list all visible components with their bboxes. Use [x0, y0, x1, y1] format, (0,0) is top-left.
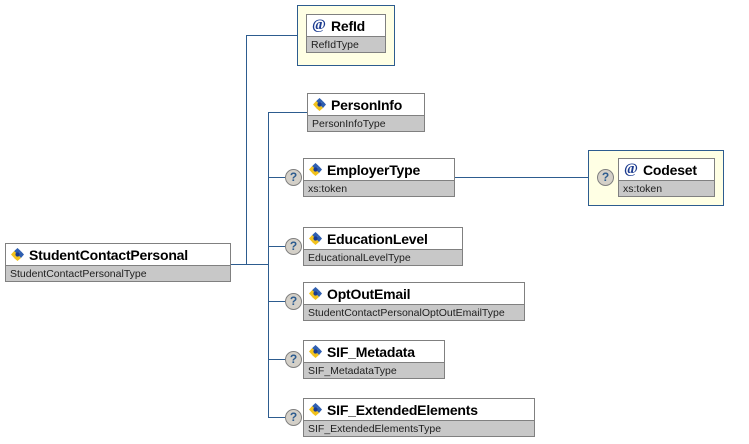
- connector-branch-educationlevel: [268, 246, 285, 247]
- node-type: EducationalLevelType: [304, 249, 462, 265]
- node-name: SIF_Metadata: [327, 343, 415, 360]
- node-name: StudentContactPersonal: [29, 246, 188, 263]
- node-type: xs:token: [619, 180, 714, 196]
- element-icon: [308, 402, 323, 417]
- node-name: Codeset: [643, 161, 697, 178]
- node-type: PersonInfoType: [308, 115, 424, 131]
- node-name: OptOutEmail: [327, 285, 411, 302]
- node-title: SIF_ExtendedElements: [304, 399, 534, 420]
- element-icon: [308, 231, 323, 246]
- node-refid[interactable]: @ RefId RefIdType: [306, 14, 386, 53]
- optional-marker-employertype: ?: [285, 169, 302, 186]
- connector-employertype-to-codeset: [455, 177, 588, 178]
- element-icon: [308, 162, 323, 177]
- node-employertype[interactable]: EmployerType xs:token: [303, 158, 455, 197]
- connector-branch-refid: [246, 35, 298, 36]
- node-sif-extendedelements[interactable]: SIF_ExtendedElements SIF_ExtendedElement…: [303, 398, 535, 437]
- node-sif-metadata[interactable]: SIF_Metadata SIF_MetadataType: [303, 340, 445, 379]
- node-codeset[interactable]: @ Codeset xs:token: [618, 158, 715, 197]
- node-type: SIF_ExtendedElementsType: [304, 420, 534, 436]
- node-title: StudentContactPersonal: [6, 244, 230, 265]
- node-personinfo[interactable]: PersonInfo PersonInfoType: [307, 93, 425, 132]
- node-name: RefId: [331, 17, 366, 34]
- attribute-icon: @: [624, 161, 638, 177]
- node-type: RefIdType: [307, 36, 385, 52]
- node-title: SIF_Metadata: [304, 341, 444, 362]
- node-name: PersonInfo: [331, 96, 403, 113]
- connector-branch-employertype: [268, 177, 285, 178]
- element-icon: [312, 97, 327, 112]
- attribute-icon: @: [312, 17, 326, 33]
- optional-marker-educationlevel: ?: [285, 238, 302, 255]
- node-studentcontactpersonal[interactable]: StudentContactPersonal StudentContactPer…: [5, 243, 231, 282]
- node-title: EmployerType: [304, 159, 454, 180]
- node-title: OptOutEmail: [304, 283, 524, 304]
- node-name: SIF_ExtendedElements: [327, 401, 478, 418]
- node-title: @ RefId: [307, 15, 385, 36]
- optional-marker-optoutemail: ?: [285, 293, 302, 310]
- node-type: SIF_MetadataType: [304, 362, 444, 378]
- connector-branch-optoutemail: [268, 301, 285, 302]
- optional-marker-codeset: ?: [597, 169, 614, 186]
- connector-root-stub: [231, 264, 268, 265]
- node-optoutemail[interactable]: OptOutEmail StudentContactPersonalOptOut…: [303, 282, 525, 321]
- element-icon: [308, 344, 323, 359]
- node-type: StudentContactPersonalType: [6, 265, 230, 281]
- element-icon: [10, 247, 25, 262]
- node-title: PersonInfo: [308, 94, 424, 115]
- connector-branch-personinfo: [268, 112, 307, 113]
- node-name: EducationLevel: [327, 230, 428, 247]
- connector-branch-sifextendedelements: [268, 417, 285, 418]
- optional-marker-sifmetadata: ?: [285, 351, 302, 368]
- connector-trunk-elements: [268, 112, 269, 417]
- node-title: EducationLevel: [304, 228, 462, 249]
- node-type: StudentContactPersonalOptOutEmailType: [304, 304, 524, 320]
- connector-trunk-attribute: [246, 35, 247, 265]
- node-educationlevel[interactable]: EducationLevel EducationalLevelType: [303, 227, 463, 266]
- optional-marker-sifextendedelements: ?: [285, 409, 302, 426]
- node-title: @ Codeset: [619, 159, 714, 180]
- node-type: xs:token: [304, 180, 454, 196]
- connector-branch-sifmetadata: [268, 359, 285, 360]
- node-name: EmployerType: [327, 161, 421, 178]
- element-icon: [308, 286, 323, 301]
